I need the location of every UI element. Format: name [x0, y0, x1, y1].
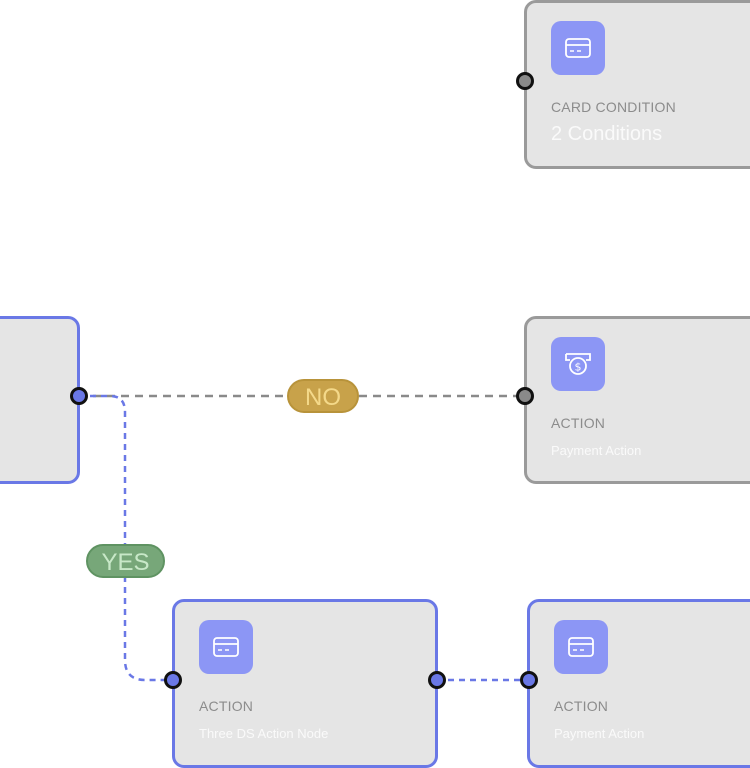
payment-action-node[interactable]: $ ACTION Payment Action	[524, 316, 750, 484]
svg-text:$: $	[575, 361, 582, 374]
node-subtitle: 2 Conditions	[551, 123, 663, 145]
credit-card-icon	[554, 620, 608, 674]
three-ds-output-handle[interactable]	[428, 671, 446, 689]
edge-yes[interactable]	[79, 394, 173, 682]
node-type-label: ACTION	[554, 698, 609, 714]
dollar-coin-icon: $	[551, 337, 605, 391]
source-condition-node[interactable]	[0, 316, 80, 484]
three-ds-input-handle[interactable]	[164, 671, 182, 689]
edge-label-no[interactable]: NO	[287, 379, 359, 413]
card-condition-node[interactable]: CARD CONDITION 2 Conditions	[524, 0, 750, 169]
node-type-label: ACTION	[551, 415, 606, 431]
node-subtitle: Three DS Action Node	[199, 726, 329, 741]
node-type-label: CARD CONDITION	[551, 99, 676, 115]
node-type-label: ACTION	[199, 698, 254, 714]
credit-card-icon	[199, 620, 253, 674]
source-output-handle[interactable]	[70, 387, 88, 405]
edge-label-yes[interactable]: YES	[86, 544, 165, 578]
node-subtitle: Payment Action	[551, 443, 642, 458]
card-condition-input-handle[interactable]	[516, 72, 534, 90]
payment-action-node-bottom[interactable]: ACTION Payment Action	[527, 599, 750, 768]
three-ds-action-node[interactable]: ACTION Three DS Action Node	[172, 599, 438, 768]
credit-card-icon	[551, 21, 605, 75]
payment-action-input-handle[interactable]	[516, 387, 534, 405]
payment-action-bottom-input-handle[interactable]	[520, 671, 538, 689]
node-subtitle: Payment Action	[554, 726, 645, 741]
